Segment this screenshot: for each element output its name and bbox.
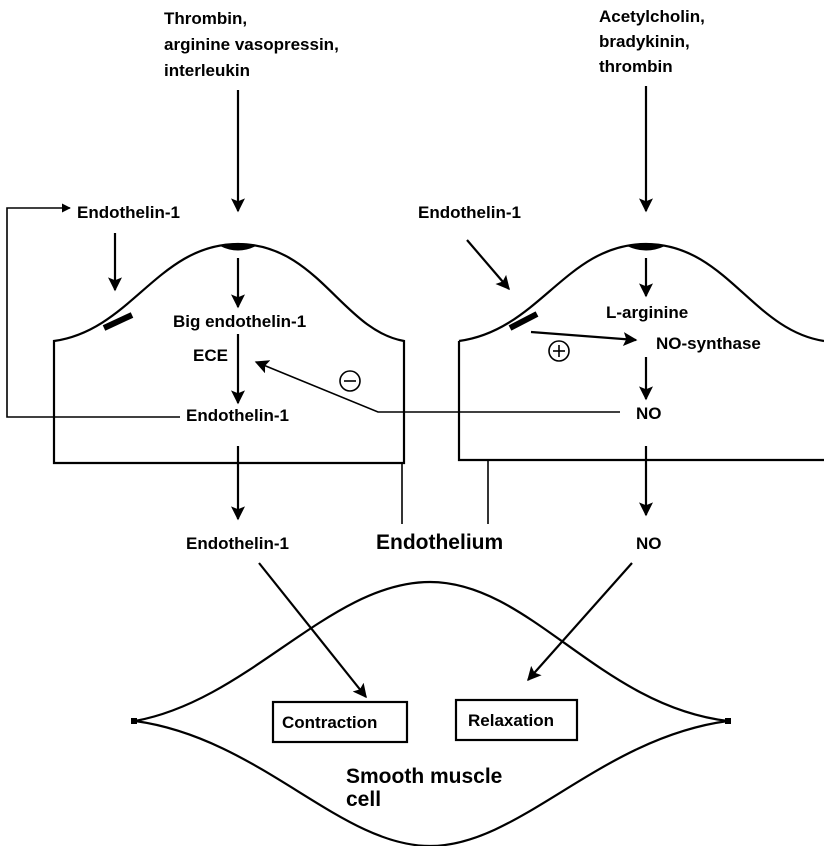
left-stimulus-line-3: interleukin [164, 61, 250, 80]
muscle-tip-right [725, 718, 731, 724]
stimulation-arrow [530, 330, 638, 347]
contraction-box [271, 700, 409, 744]
left-receptor-top [220, 243, 256, 251]
right-stimulus-line-2: bradykinin, [599, 32, 690, 51]
endothelin-to-contraction-arrow [258, 562, 367, 699]
left-receptor-side [102, 312, 134, 331]
right-receptor-top [627, 243, 665, 251]
no-label-out: NO [636, 534, 662, 553]
endothelin-feedback-loop [6, 203, 180, 418]
endothelin-1-label-inner: Endothelin-1 [186, 406, 289, 425]
contraction-label: Contraction [282, 713, 377, 732]
inhibition-symbol [339, 370, 361, 392]
endothelin-1-label-right: Endothelin-1 [418, 203, 521, 222]
left-stimulus-line-1: Thrombin, [164, 9, 247, 28]
smooth-muscle-cell [134, 580, 729, 846]
no-to-relaxation-arrow [527, 562, 633, 682]
left-stimulus-line-2: arginine vasopressin, [164, 35, 339, 54]
no-synthase-label: NO-synthase [656, 334, 761, 353]
relaxation-box [454, 698, 579, 742]
l-arginine-label: L-arginine [606, 303, 688, 322]
ece-label: ECE [193, 346, 228, 365]
endothelin-1-label-out: Endothelin-1 [186, 534, 289, 553]
right-receptor-side [508, 311, 539, 331]
right-stimulus-line-1: Acetylcholin, [599, 7, 705, 26]
left-endothelial-cell [52, 242, 406, 465]
stimulation-symbol [548, 340, 570, 362]
smooth-muscle-label-line-2: cell [346, 788, 381, 811]
endothelin-1-label-top: Endothelin-1 [77, 203, 180, 222]
right-endothelial-cell [457, 242, 824, 462]
no-inhibits-ece-path [254, 360, 620, 413]
endothelin-to-receptor-arrow [466, 239, 510, 291]
muscle-tip-left [131, 718, 137, 724]
big-endothelin-1-label: Big endothelin-1 [173, 312, 306, 331]
endothelium-label: Endothelium [376, 531, 503, 554]
right-stimulus-line-3: thrombin [599, 57, 673, 76]
relaxation-label: Relaxation [468, 711, 554, 730]
no-label-inner: NO [636, 404, 662, 423]
smooth-muscle-label-line-1: Smooth muscle [346, 765, 502, 788]
